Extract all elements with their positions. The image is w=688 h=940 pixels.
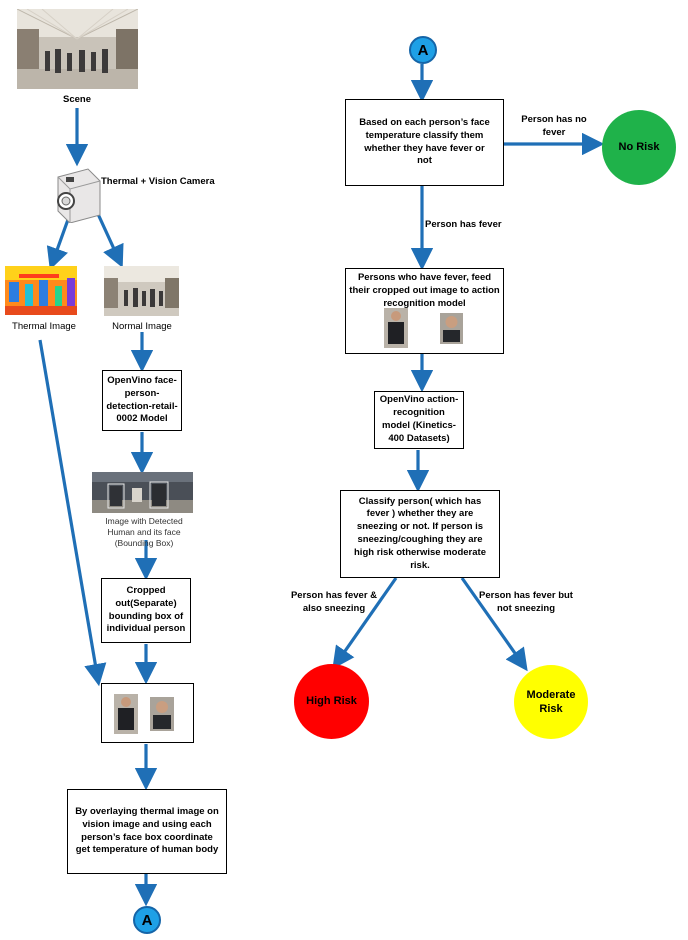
normal-label: Normal Image xyxy=(112,321,172,332)
arrow-camera-to-normal xyxy=(96,213,124,268)
fever-person-thumb-2 xyxy=(440,313,463,344)
not-sneezing-label: Person has fever but not sneezing xyxy=(479,590,573,614)
connector-a-top: A xyxy=(409,36,437,64)
cropped-bbox-box: Cropped out(Separate) bounding box of in… xyxy=(101,578,191,643)
feed-action-text: Persons who have fever, feed their cropp… xyxy=(349,272,500,309)
camera-label: Thermal + Vision Camera xyxy=(101,176,215,187)
classify-sneeze-box: Classify person( which has fever ) wheth… xyxy=(340,490,500,578)
no-risk-circle: No Risk xyxy=(602,110,676,185)
has-fever-label: Person has fever xyxy=(425,219,502,230)
thermal-image xyxy=(5,266,77,315)
thermal-overlay-box: By overlaying thermal image on vision im… xyxy=(67,789,227,874)
cropped-person-thumb-2 xyxy=(150,697,174,731)
normal-image xyxy=(104,266,179,316)
moderate-risk-circle: Moderate Risk xyxy=(514,665,588,739)
cropped-person-thumb-1 xyxy=(114,694,138,734)
arrow-sneeze-to-highrisk xyxy=(332,577,398,670)
connector-a-bottom: A xyxy=(133,906,161,934)
action-recognition-model-box: OpenVino action-recognition model (Kinet… xyxy=(374,391,464,449)
detected-caption: Image with Detected Human and its face (… xyxy=(105,516,183,549)
arrow-thermal-to-faces xyxy=(38,339,107,687)
arrow-sneeze-to-moderate xyxy=(460,577,528,672)
scene-label: Scene xyxy=(63,94,91,105)
fever-person-thumb-1 xyxy=(384,308,408,348)
face-detection-model-box: OpenVino face-person-detection-retail-00… xyxy=(102,370,182,431)
feed-action-box: Persons who have fever, feed their cropp… xyxy=(345,268,504,354)
sneezing-label: Person has fever & also sneezing xyxy=(290,590,378,614)
scene-image xyxy=(17,9,138,89)
cropped-faces-box xyxy=(101,683,194,743)
no-fever-label: Person has no fever xyxy=(521,114,587,138)
thermal-label: Thermal Image xyxy=(12,321,76,332)
arrow-camera-to-thermal xyxy=(46,213,72,271)
high-risk-circle: High Risk xyxy=(294,664,369,739)
camera-icon xyxy=(52,167,102,223)
detected-image xyxy=(92,472,193,513)
classify-fever-box: Based on each person’s face temperature … xyxy=(345,99,504,186)
